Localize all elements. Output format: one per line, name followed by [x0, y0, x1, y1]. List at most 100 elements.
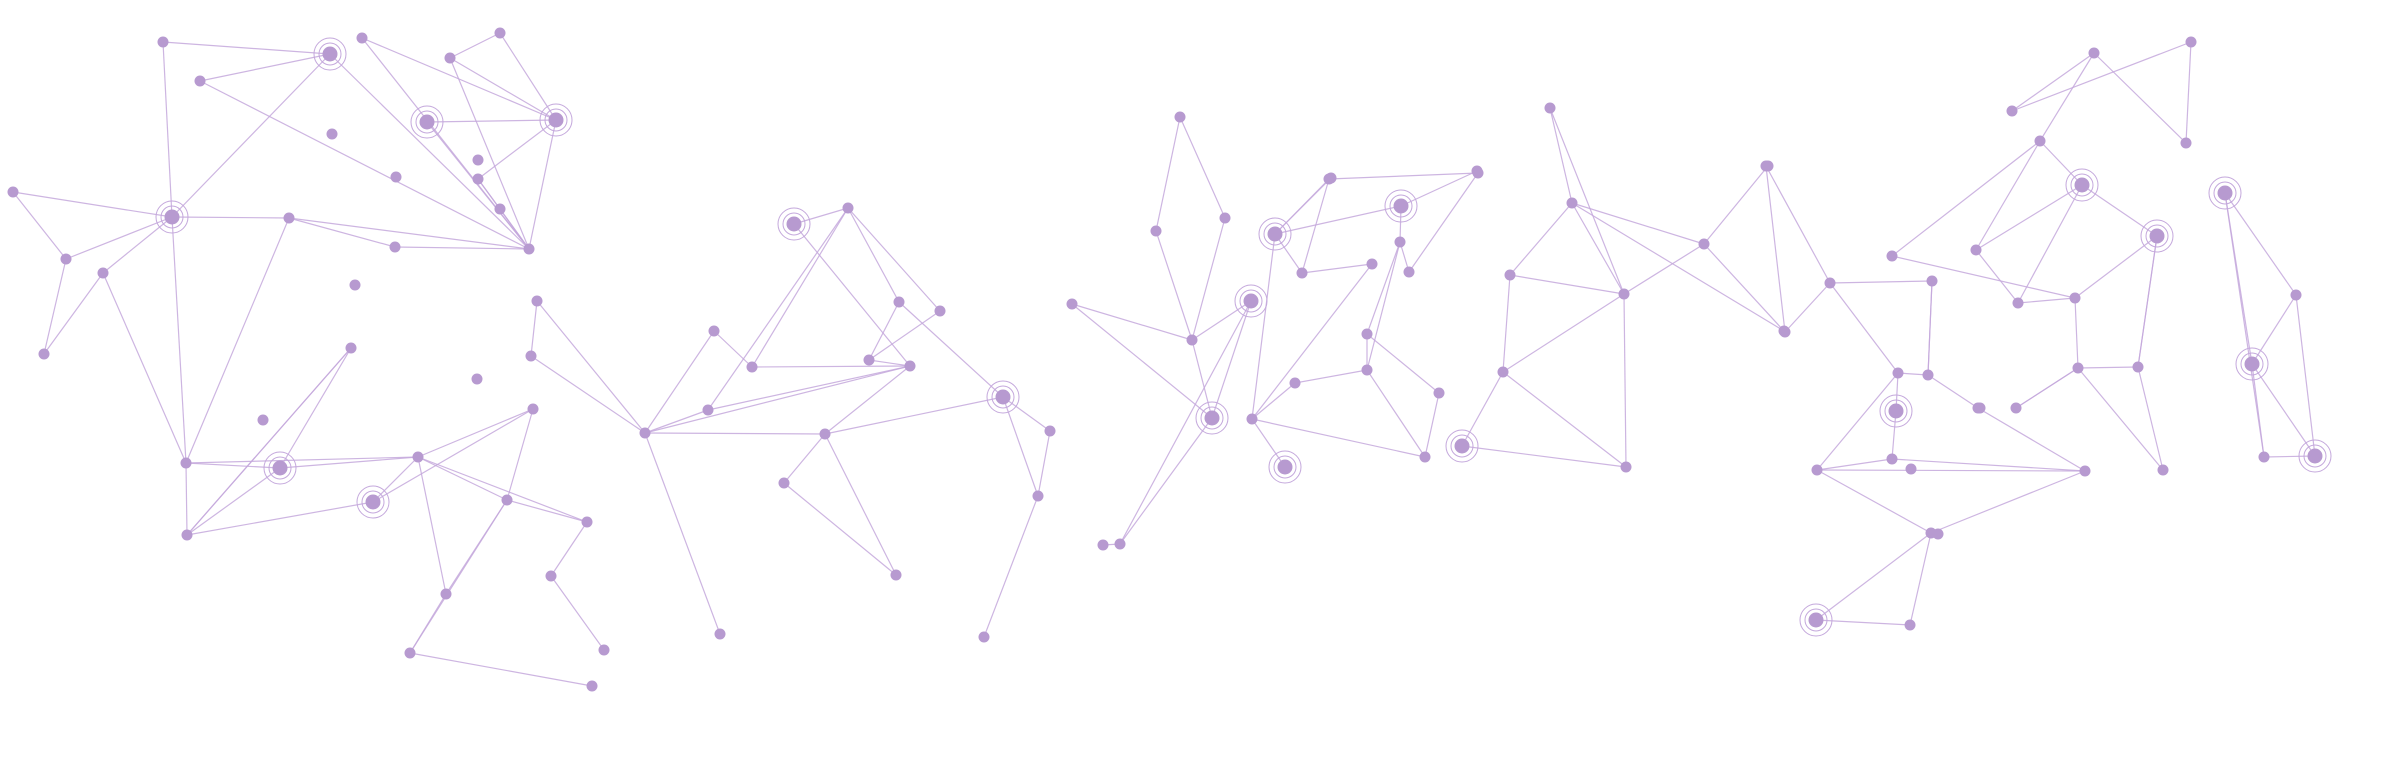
node-dot: [819, 428, 831, 440]
network-edge: [2251, 294, 2297, 365]
network-node: [1886, 250, 1898, 262]
node-ring: [2235, 347, 2269, 381]
node-dot: [1361, 364, 1373, 376]
network-node: [2010, 402, 2022, 414]
network-node: [2208, 176, 2242, 210]
network-node: [1504, 269, 1516, 281]
network-node: [1066, 298, 1078, 310]
network-edge: [1328, 172, 1479, 180]
network-node: [7, 186, 19, 198]
network-edge: [1703, 243, 1785, 332]
network-edge: [2093, 52, 2187, 144]
network-node: [2185, 36, 2197, 48]
node-dot: [157, 36, 169, 48]
network-node: [1445, 429, 1479, 463]
node-dot: [778, 477, 790, 489]
network-edge: [707, 207, 849, 411]
network-edge: [2295, 294, 2316, 457]
network-node: [60, 253, 72, 265]
node-ring: [1799, 603, 1833, 637]
node-dot: [581, 516, 593, 528]
node-dot-large: [1454, 438, 1470, 454]
node-dot: [404, 647, 416, 659]
network-node: [1433, 387, 1445, 399]
network-edge: [1251, 233, 1276, 420]
node-dot-large: [1888, 403, 1904, 419]
network-edge: [499, 32, 557, 121]
network-edge: [751, 207, 849, 368]
node-dot: [2290, 289, 2302, 301]
network-edge: [2251, 363, 2316, 457]
network-edge: [417, 408, 534, 458]
network-edge: [288, 217, 396, 248]
network-node: [1618, 288, 1630, 300]
node-dot: [708, 325, 720, 337]
node-dot-large: [2149, 228, 2165, 244]
network-node: [1044, 425, 1056, 437]
node-dot: [1150, 225, 1162, 237]
node-dot: [1760, 160, 1772, 172]
node-ring: [2065, 168, 2099, 202]
node-ring: [1258, 217, 1292, 251]
node-layer: [7, 27, 2332, 692]
network-node: [842, 202, 854, 214]
node-ring: [1268, 450, 1302, 484]
node-dot: [2010, 402, 2022, 414]
network-node: [586, 680, 598, 692]
node-dot-large: [2217, 185, 2233, 201]
network-node: [157, 36, 169, 48]
network-edge: [12, 191, 67, 260]
network-node: [440, 588, 452, 600]
network-edge: [530, 300, 538, 357]
node-dot-large: [322, 46, 338, 62]
network-edge: [426, 119, 557, 123]
network-edge: [417, 456, 508, 501]
network-edge: [409, 593, 447, 654]
network-node: [1366, 258, 1378, 270]
network-node: [525, 350, 537, 362]
network-edge: [868, 301, 900, 361]
node-dot: [1698, 238, 1710, 250]
network-edge: [1400, 170, 1478, 207]
network-node: [2012, 297, 2024, 309]
network-edge: [2224, 192, 2297, 296]
node-ring: [313, 37, 347, 71]
node-ring: [1263, 222, 1287, 246]
node-dot: [472, 173, 484, 185]
node-ring: [415, 110, 439, 134]
network-node: [2034, 135, 2046, 147]
network-edge: [394, 246, 530, 250]
node-dot: [390, 171, 402, 183]
node-dot: [1186, 334, 1198, 346]
network-edge: [1829, 280, 1933, 284]
network-node: [1922, 369, 1934, 381]
network-edge: [2224, 192, 2265, 458]
network-node: [1811, 464, 1823, 476]
network-node: [523, 243, 535, 255]
node-ring: [155, 200, 189, 234]
network-edge: [1571, 202, 1625, 295]
node-dot: [97, 267, 109, 279]
node-ring: [410, 105, 444, 139]
network-edge: [409, 652, 593, 687]
network-node: [313, 37, 347, 71]
network-edge: [162, 41, 331, 55]
network-node: [1544, 102, 1556, 114]
network-node: [1361, 328, 1373, 340]
network-node: [412, 451, 424, 463]
node-dot-large: [1393, 198, 1409, 214]
network-node: [1497, 366, 1509, 378]
node-dot: [412, 451, 424, 463]
network-node: [1174, 111, 1186, 123]
network-node: [2065, 168, 2099, 202]
network-node: [2079, 465, 2091, 477]
network-node: [1779, 326, 1791, 338]
node-ring: [160, 205, 184, 229]
node-ring: [1384, 189, 1418, 223]
network-edge: [1301, 178, 1330, 274]
node-dot: [1366, 258, 1378, 270]
network-node: [1032, 490, 1044, 502]
node-dot: [326, 128, 338, 140]
network-edge: [1366, 333, 1440, 394]
node-dot: [863, 354, 875, 366]
